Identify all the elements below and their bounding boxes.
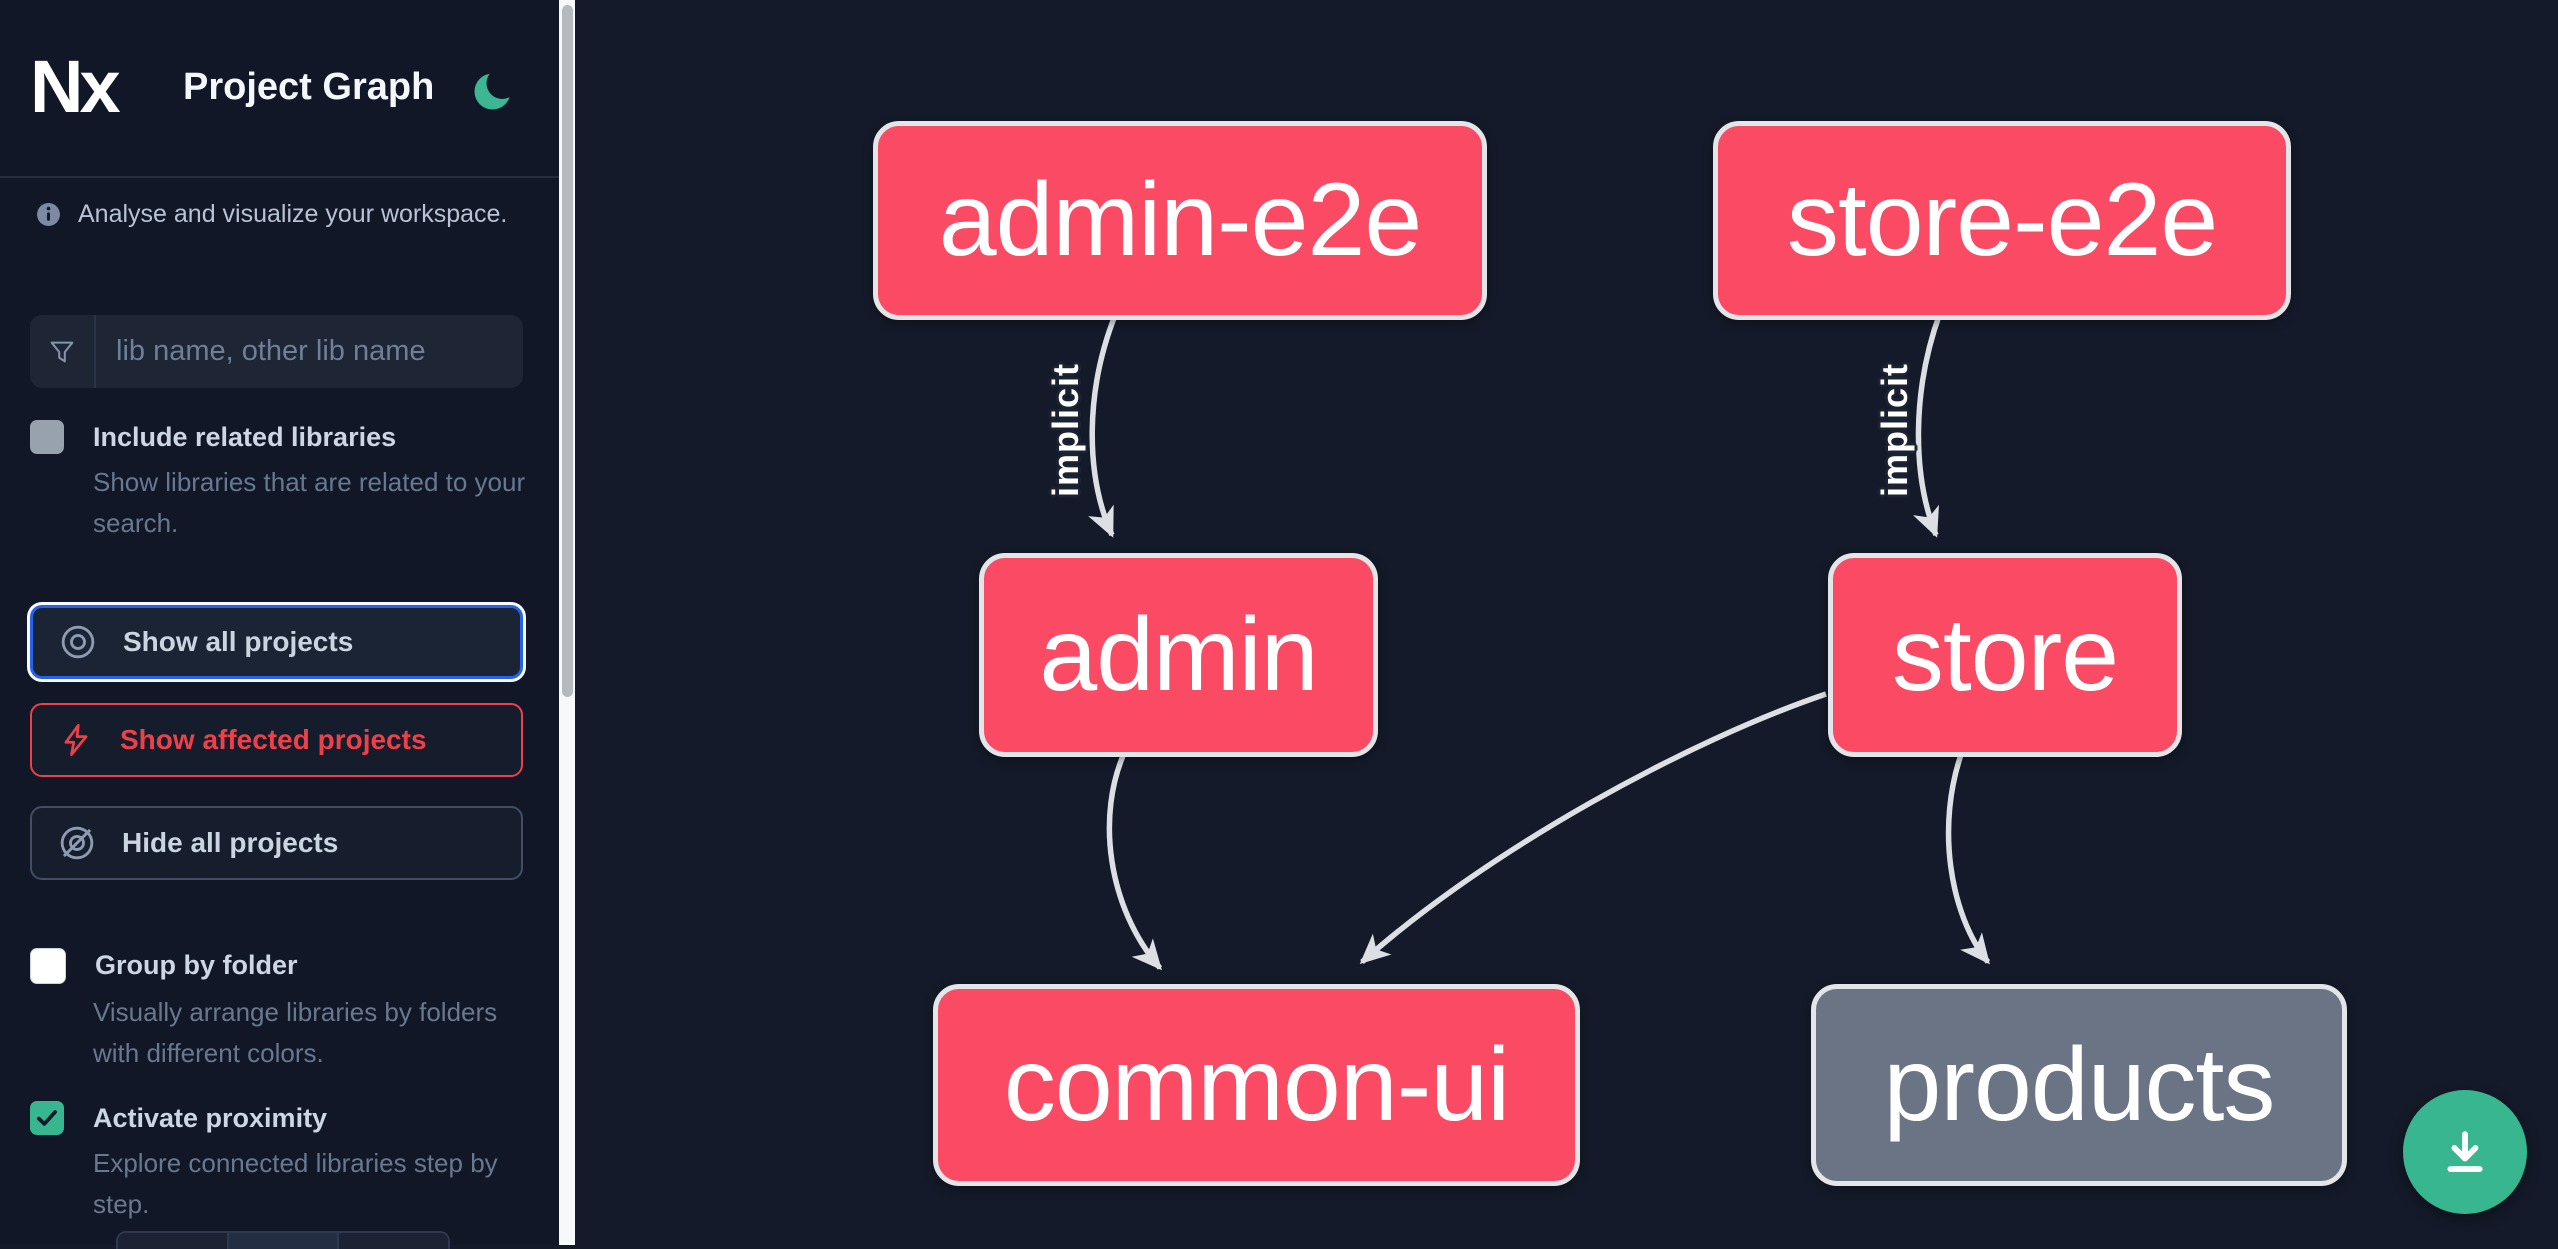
include-related-checkbox[interactable] <box>30 420 64 454</box>
check-icon <box>34 1105 60 1131</box>
bolt-icon <box>58 722 94 758</box>
eye-icon <box>59 623 97 661</box>
scrollbar-thumb[interactable] <box>561 5 573 697</box>
show-affected-projects-button[interactable]: Show affected projects <box>30 703 523 777</box>
stepper-value <box>226 1233 340 1249</box>
include-related-label: Include related libraries <box>93 422 397 452</box>
moon-icon <box>470 66 518 114</box>
sidebar-scrollbar <box>559 0 575 1245</box>
edge-label-implicit: implicit <box>1045 362 1086 498</box>
node-label: products <box>1883 1026 2276 1143</box>
download-icon <box>2439 1126 2491 1178</box>
page-title: Project Graph <box>183 66 435 108</box>
project-node-store[interactable]: store <box>1828 553 2182 757</box>
project-node-store-e2e[interactable]: store-e2e <box>1713 121 2291 320</box>
include-related-toggle: Include related libraries Show libraries… <box>30 420 530 544</box>
stepper-increment[interactable] <box>339 1233 448 1249</box>
edge-admin-common-ui <box>1106 747 1163 971</box>
include-related-description: Show libraries that are related to your … <box>93 467 526 538</box>
node-label: store-e2e <box>1786 162 2218 278</box>
node-label: admin <box>1039 596 1318 713</box>
funnel-icon <box>30 315 96 388</box>
tagline-text: Analyse and visualize your workspace. <box>78 200 508 228</box>
activate-proximity-description: Explore connected libraries step by step… <box>93 1148 498 1219</box>
dark-mode-toggle[interactable] <box>470 66 518 114</box>
search-box <box>30 315 523 388</box>
project-node-common-ui[interactable]: common-ui <box>933 984 1580 1186</box>
sidebar: Nx Project Graph Analyse and vis <box>0 0 560 1249</box>
show-affected-projects-label: Show affected projects <box>120 724 427 755</box>
proximity-depth-stepper <box>116 1231 450 1249</box>
group-by-folder-toggle: Group by folder Visually arrange librari… <box>30 948 530 1074</box>
activate-proximity-toggle: Activate proximity Explore connected lib… <box>30 1101 530 1225</box>
node-label: store <box>1891 596 2119 713</box>
show-all-projects-label: Show all projects <box>123 626 354 657</box>
activate-proximity-checkbox[interactable] <box>30 1101 64 1135</box>
group-by-folder-checkbox[interactable] <box>30 948 66 984</box>
edge-store-common-ui <box>1359 691 1827 965</box>
edge-store-e2e-store <box>1912 312 1943 538</box>
stepper-decrement[interactable] <box>118 1233 227 1249</box>
group-by-folder-description: Visually arrange libraries by folders wi… <box>93 997 498 1068</box>
info-icon <box>36 202 61 227</box>
project-node-admin[interactable]: admin <box>979 553 1378 757</box>
hide-all-projects-button[interactable]: Hide all projects <box>30 806 523 880</box>
edge-store-products <box>1945 748 1991 965</box>
edge-admin-e2e-admin <box>1088 311 1119 538</box>
hide-all-projects-label: Hide all projects <box>122 827 339 858</box>
node-label: admin-e2e <box>938 162 1422 278</box>
project-node-admin-e2e[interactable]: admin-e2e <box>873 121 1487 320</box>
node-label: common-ui <box>1003 1026 1510 1143</box>
show-all-projects-button[interactable]: Show all projects <box>30 605 523 679</box>
project-node-products[interactable]: products <box>1811 984 2347 1186</box>
activate-proximity-label: Activate proximity <box>93 1103 328 1133</box>
sidebar-header: Nx Project Graph <box>0 0 560 178</box>
filter-projects-input[interactable] <box>96 335 523 368</box>
eye-off-icon <box>58 824 96 862</box>
tagline-row: Analyse and visualize your workspace. <box>36 200 507 229</box>
group-by-folder-label: Group by folder <box>95 950 298 980</box>
nx-logo: Nx <box>30 44 121 128</box>
edge-label-implicit: implicit <box>1874 362 1915 498</box>
download-graph-button[interactable] <box>2403 1090 2527 1214</box>
